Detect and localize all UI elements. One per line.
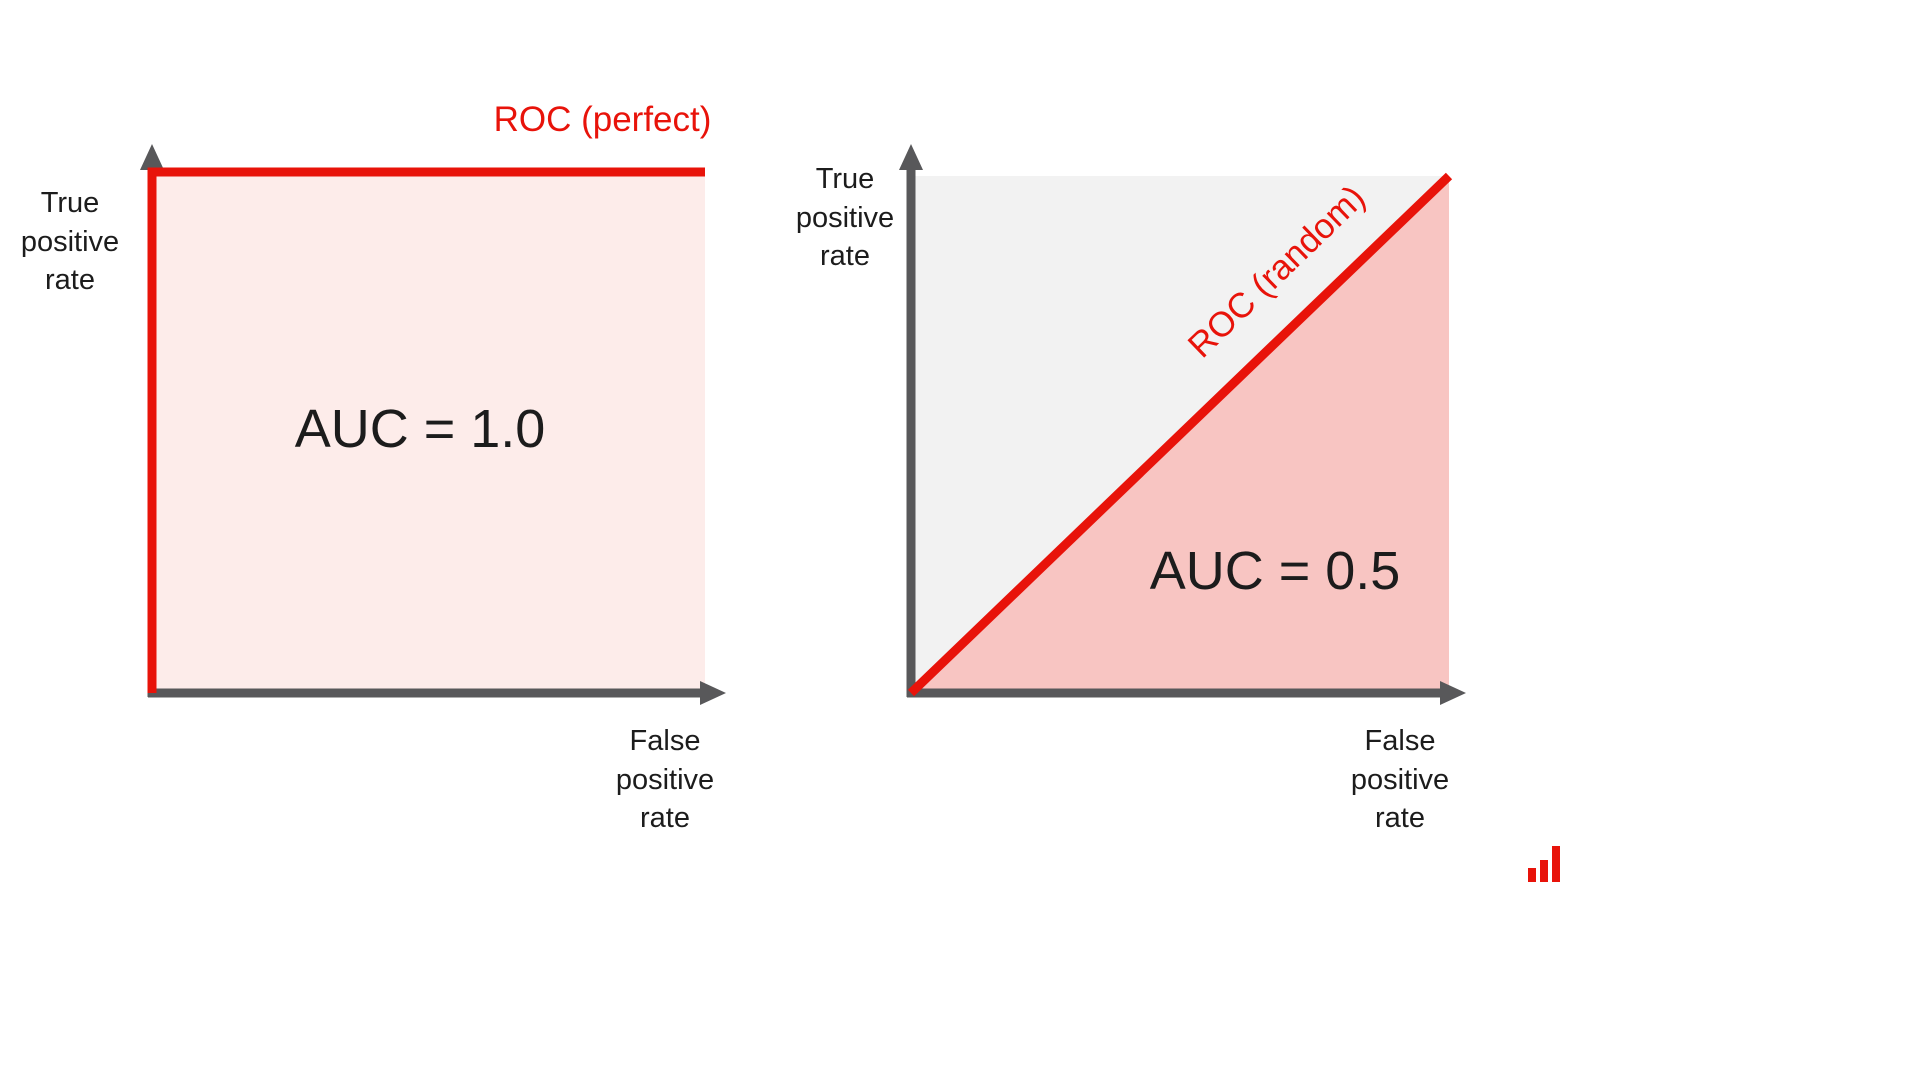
right-auc-value-label: AUC = 0.5 bbox=[1149, 541, 1401, 601]
bar-chart-logo-icon bbox=[1528, 846, 1560, 882]
left-y-axis-arrow-icon bbox=[140, 144, 164, 170]
right-x-axis-label: False positive rate bbox=[1350, 725, 1450, 835]
left-roc-curve-label: ROC (perfect) bbox=[493, 100, 712, 139]
right-x-axis-arrow-icon bbox=[1440, 681, 1466, 705]
left-x-axis-label: False positive rate bbox=[615, 725, 715, 835]
logo-bar-medium bbox=[1540, 860, 1548, 882]
right-y-axis-arrow-icon bbox=[899, 144, 923, 170]
left-y-axis-label: True positive rate bbox=[20, 187, 120, 297]
left-x-axis-arrow-icon bbox=[700, 681, 726, 705]
right-y-axis-label: True positive rate bbox=[795, 163, 895, 273]
left-auc-area-fill bbox=[152, 174, 705, 693]
logo-bar-tall bbox=[1552, 846, 1560, 882]
left-roc-curve bbox=[147, 167, 705, 693]
logo-bar-short bbox=[1528, 868, 1536, 882]
left-auc-value-label: AUC = 1.0 bbox=[294, 399, 546, 459]
right-roc-curve bbox=[907, 172, 1453, 697]
